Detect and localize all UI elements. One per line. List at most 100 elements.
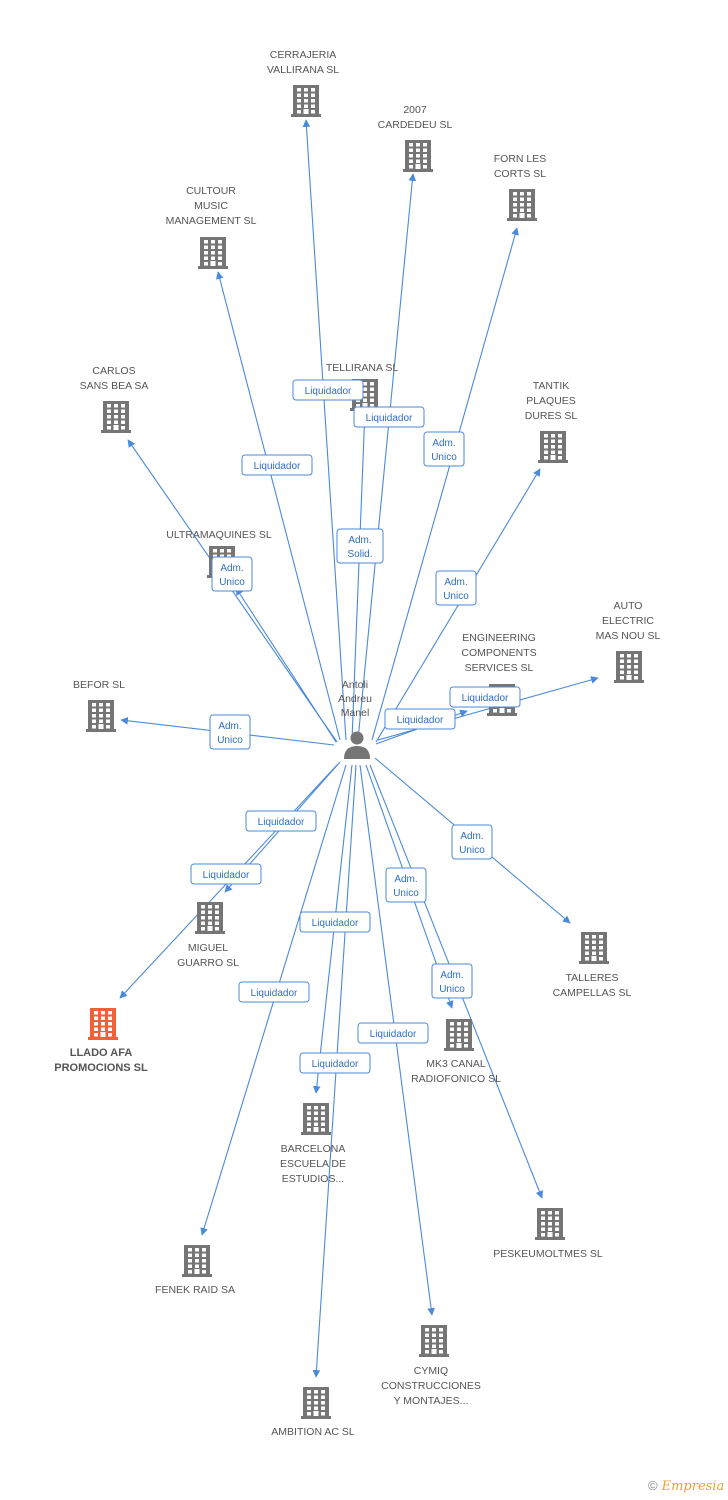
- company-label-fenek[interactable]: FENEK RAID SA: [155, 1284, 235, 1296]
- edge-label-text: Adm.: [218, 721, 241, 732]
- edge-label-text: Liquidador: [312, 918, 359, 929]
- company-label-forn[interactable]: FORN LES: [494, 153, 547, 165]
- company-label-mk3[interactable]: RADIOFONICO SL: [411, 1073, 501, 1085]
- edge-label-forn[interactable]: Adm.Unico: [423, 431, 465, 467]
- edge-label-auto[interactable]: Liquidador: [449, 686, 521, 708]
- building-icon[interactable]: [301, 1103, 331, 1135]
- edge-label-cymiq[interactable]: Liquidador: [357, 1022, 429, 1044]
- building-icon[interactable]: [291, 85, 321, 117]
- company-label-cultour[interactable]: MUSIC: [194, 200, 228, 212]
- edge-labels-layer: LiquidadorLiquidadorAdm.UnicoLiquidadorA…: [190, 379, 521, 1074]
- company-label-talleres[interactable]: CAMPELLAS SL: [553, 987, 632, 999]
- edge-label-fenek[interactable]: Liquidador: [238, 981, 310, 1003]
- company-label-llado[interactable]: PROMOCIONS SL: [54, 1062, 148, 1074]
- company-label-engineering[interactable]: SERVICES SL: [465, 662, 534, 674]
- company-label-carlos[interactable]: CARLOS: [92, 365, 135, 377]
- company-label-ultramaquines[interactable]: ULTRAMAQUINES SL: [166, 529, 272, 541]
- company-label-talleres[interactable]: TALLERES: [566, 972, 619, 984]
- company-label-cardedeu[interactable]: CARDEDEU SL: [378, 119, 453, 131]
- building-icon[interactable]: [403, 140, 433, 172]
- building-icon[interactable]: [86, 700, 116, 732]
- building-icon[interactable]: [301, 1387, 331, 1419]
- edge-label-text: Unico: [443, 591, 469, 602]
- edge-label-cultour[interactable]: Liquidador: [241, 454, 313, 476]
- company-label-cardedeu[interactable]: 2007: [403, 104, 427, 116]
- company-label-carlos[interactable]: SANS BEA SA: [80, 380, 149, 392]
- company-label-cerrajeria[interactable]: CERRAJERIA: [270, 49, 337, 61]
- edge-label-cerrajeria[interactable]: Liquidador: [292, 379, 364, 401]
- edge-label-ambition[interactable]: Liquidador: [299, 1052, 371, 1074]
- edge-cultour: [216, 271, 341, 741]
- building-icon[interactable]: [579, 932, 609, 964]
- building-icon[interactable]: [538, 431, 568, 463]
- company-label-engineering[interactable]: COMPONENTS: [461, 647, 536, 659]
- edge-label-text: Liquidador: [258, 817, 305, 828]
- edge-forn: [371, 227, 519, 741]
- company-label-barcelona[interactable]: BARCELONA: [281, 1143, 346, 1155]
- edge-label-text: Adm.: [440, 970, 463, 981]
- edge-label-text: Liquidador: [305, 386, 352, 397]
- edge-label-cardedeu[interactable]: Liquidador: [353, 406, 425, 428]
- edge-label-befor[interactable]: Adm. Unico: [209, 714, 251, 750]
- company-label-tantik[interactable]: TANTIK: [533, 380, 570, 392]
- company-label-ambition[interactable]: AMBITION AC SL: [271, 1426, 355, 1438]
- company-label-auto[interactable]: MAS NOU SL: [596, 630, 661, 642]
- copyright-symbol: ©: [648, 1478, 658, 1493]
- edge-label-barcelona[interactable]: Liquidador: [299, 911, 371, 933]
- company-label-auto[interactable]: ELECTRIC: [602, 615, 654, 627]
- company-label-llado[interactable]: LLADO AFA: [70, 1047, 133, 1059]
- center-person-label: Manel: [341, 707, 370, 719]
- company-label-miguel[interactable]: MIGUEL: [188, 942, 228, 954]
- company-label-tellirana[interactable]: TELLIRANA SL: [326, 362, 399, 374]
- edge-cardedeu: [357, 173, 417, 741]
- company-label-cymiq[interactable]: Y MONTAJES...: [394, 1395, 469, 1407]
- brand-logo[interactable]: Empresia: [661, 1479, 725, 1494]
- company-label-barcelona[interactable]: ESCUELA DE: [280, 1158, 346, 1170]
- edge-label-tellirana[interactable]: Adm.Solid.: [336, 528, 384, 564]
- company-label-cymiq[interactable]: CYMIQ: [414, 1365, 448, 1377]
- company-label-cerrajeria[interactable]: VALLIRANA SL: [267, 64, 339, 76]
- company-label-auto[interactable]: AUTO: [614, 600, 643, 612]
- company-label-cymiq[interactable]: CONSTRUCCIONES: [381, 1380, 481, 1392]
- edge-label-text: Unico: [217, 735, 243, 746]
- edge-label-text: Unico: [219, 577, 245, 588]
- building-icon[interactable]: [535, 1208, 565, 1240]
- building-icon[interactable]: [444, 1019, 474, 1051]
- company-label-tantik[interactable]: DURES SL: [525, 410, 578, 422]
- company-label-miguel[interactable]: GUARRO SL: [177, 957, 239, 969]
- company-label-cultour[interactable]: MANAGEMENT SL: [166, 215, 257, 227]
- building-icon[interactable]: [198, 237, 228, 269]
- building-icon[interactable]: [101, 401, 131, 433]
- building-icon[interactable]: [182, 1245, 212, 1277]
- edge-label-ultramaquines[interactable]: Adm.Unico: [211, 556, 253, 592]
- edge-label-text: Unico: [393, 888, 419, 899]
- building-icon[interactable]: [614, 651, 644, 683]
- edge-label-talleres[interactable]: Adm.Unico: [451, 824, 493, 860]
- edge-label-text: Unico: [431, 452, 457, 463]
- company-label-befor[interactable]: BEFOR SL: [73, 679, 125, 691]
- edge-label-peskeu[interactable]: Adm.Unico: [431, 963, 473, 999]
- building-icon[interactable]: [507, 189, 537, 221]
- edge-label-miguel[interactable]: Liquidador: [190, 863, 262, 885]
- person-icon[interactable]: [344, 731, 370, 760]
- edge-label-engineering[interactable]: Liquidador: [384, 708, 456, 730]
- footer: ©Empresia: [648, 1478, 724, 1494]
- building-icon[interactable]: [88, 1008, 118, 1040]
- edge-label-mk3[interactable]: Adm.Unico: [385, 867, 427, 903]
- company-label-barcelona[interactable]: ESTUDIOS...: [282, 1173, 344, 1185]
- edge-label-text: Liquidador: [370, 1029, 417, 1040]
- building-icon[interactable]: [195, 902, 225, 934]
- company-label-engineering[interactable]: ENGINEERING: [462, 632, 536, 644]
- edge-label-llado[interactable]: Liquidador: [245, 810, 317, 832]
- building-icon[interactable]: [419, 1325, 449, 1357]
- edge-label-text: Liquidador: [312, 1059, 359, 1070]
- company-label-mk3[interactable]: MK3 CANAL: [426, 1058, 486, 1070]
- company-label-forn[interactable]: CORTS SL: [494, 168, 546, 180]
- edge-label-tantik[interactable]: Adm.Unico: [435, 570, 477, 606]
- company-label-tantik[interactable]: PLAQUES: [526, 395, 576, 407]
- edge-label-text: Liquidador: [462, 693, 509, 704]
- company-label-peskeu[interactable]: PESKEUMOLTMES SL: [493, 1248, 603, 1260]
- company-label-cultour[interactable]: CULTOUR: [186, 185, 236, 197]
- edge-label-text: Adm.: [460, 831, 483, 842]
